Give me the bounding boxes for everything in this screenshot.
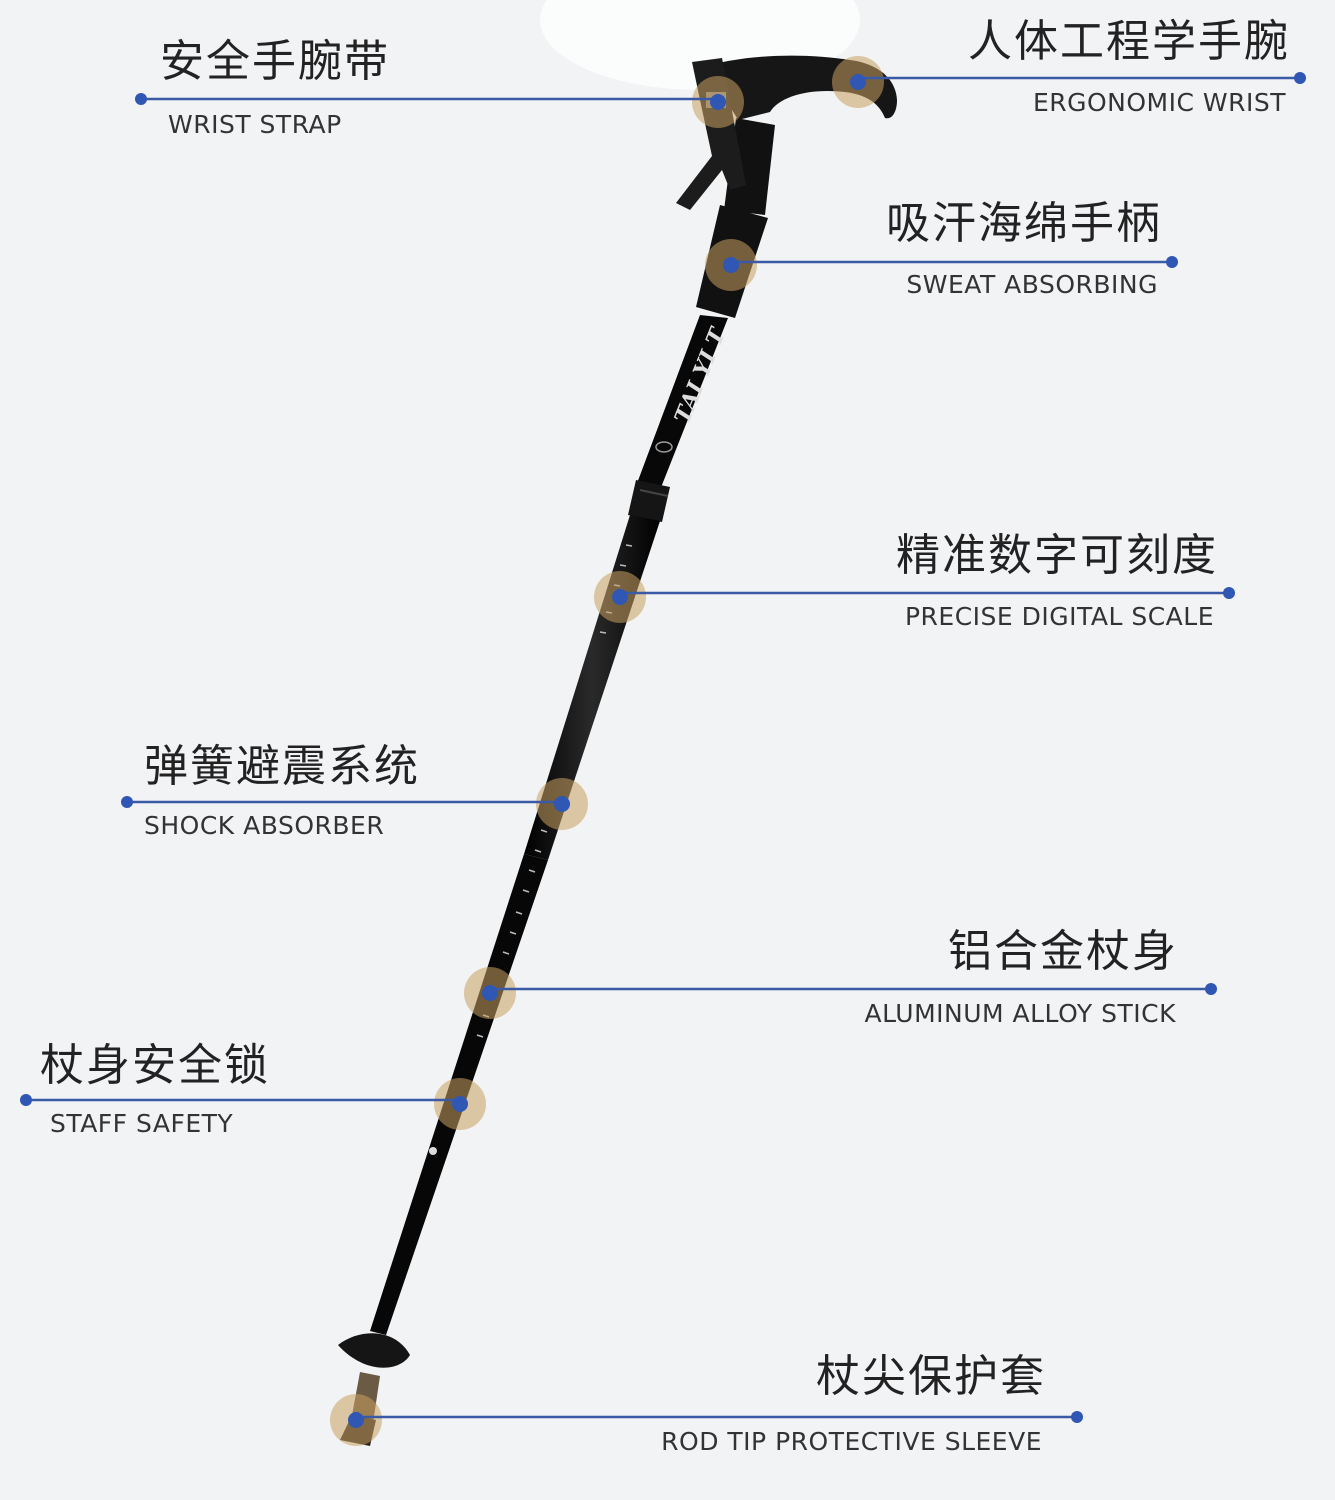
rod-tip-protective-sleeve-title-cn: 杖尖保护套 (816, 1351, 1046, 1402)
wrist-strap-marker-dot (710, 94, 726, 110)
rod-tip-protective-sleeve-marker-dot (348, 1412, 364, 1428)
aluminum-alloy-stick-end-dot (1205, 983, 1217, 995)
wrist-strap-end-dot (135, 93, 147, 105)
shock-absorber-title-cn: 弹簧避震系统 (144, 741, 420, 792)
staff-safety-title-en: STAFF SAFETY (50, 1109, 234, 1138)
precise-digital-scale-marker-dot (612, 589, 628, 605)
sweat-absorbing-marker-dot (723, 257, 739, 273)
precise-digital-scale-title-en: PRECISE DIGITAL SCALE (904, 602, 1214, 631)
ergonomic-wrist-marker-dot (850, 74, 866, 90)
aluminum-alloy-stick-title-en: ALUMINUM ALLOY STICK (864, 999, 1176, 1028)
shock-absorber-marker-dot (554, 796, 570, 812)
shock-absorber-title-en: SHOCK ABSORBER (144, 811, 385, 840)
aluminum-alloy-stick-title-cn: 铝合金杖身 (948, 926, 1178, 977)
brand-emblem (655, 441, 673, 453)
wrist-strap-title-en: WRIST STRAP (168, 110, 342, 139)
ergonomic-wrist-title-en: ERGONOMIC WRIST (1032, 88, 1286, 117)
staff-safety-marker-dot (452, 1096, 468, 1112)
precise-digital-scale-title-cn: 精准数字可刻度 (896, 530, 1218, 581)
precise-digital-scale-end-dot (1223, 587, 1235, 599)
trekking-pole: TAI YI T (338, 55, 897, 1446)
rod-tip-protective-sleeve-end-dot (1071, 1411, 1083, 1423)
callout-leaders (20, 56, 1306, 1446)
upper-shaft (636, 315, 728, 490)
ergonomic-wrist-title-cn: 人体工程学手腕 (968, 16, 1290, 67)
staff-safety-end-dot (20, 1094, 32, 1106)
lock-button (429, 1147, 437, 1155)
upper-clamp (628, 480, 670, 522)
shock-absorber-end-dot (121, 796, 133, 808)
sweat-absorbing-title-cn: 吸汗海绵手柄 (886, 198, 1162, 249)
ergonomic-wrist-end-dot (1294, 72, 1306, 84)
rod-tip-protective-sleeve-title-en: ROD TIP PROTECTIVE SLEEVE (661, 1427, 1042, 1456)
sweat-absorbing-title-en: SWEAT ABSORBING (906, 270, 1158, 299)
pole-basket (338, 1333, 410, 1368)
sweat-absorbing-end-dot (1166, 256, 1178, 268)
staff-safety-title-cn: 杖身安全锁 (40, 1040, 270, 1091)
wrist-strap-title-cn: 安全手腕带 (160, 36, 390, 87)
aluminum-alloy-stick-marker-dot (482, 985, 498, 1001)
